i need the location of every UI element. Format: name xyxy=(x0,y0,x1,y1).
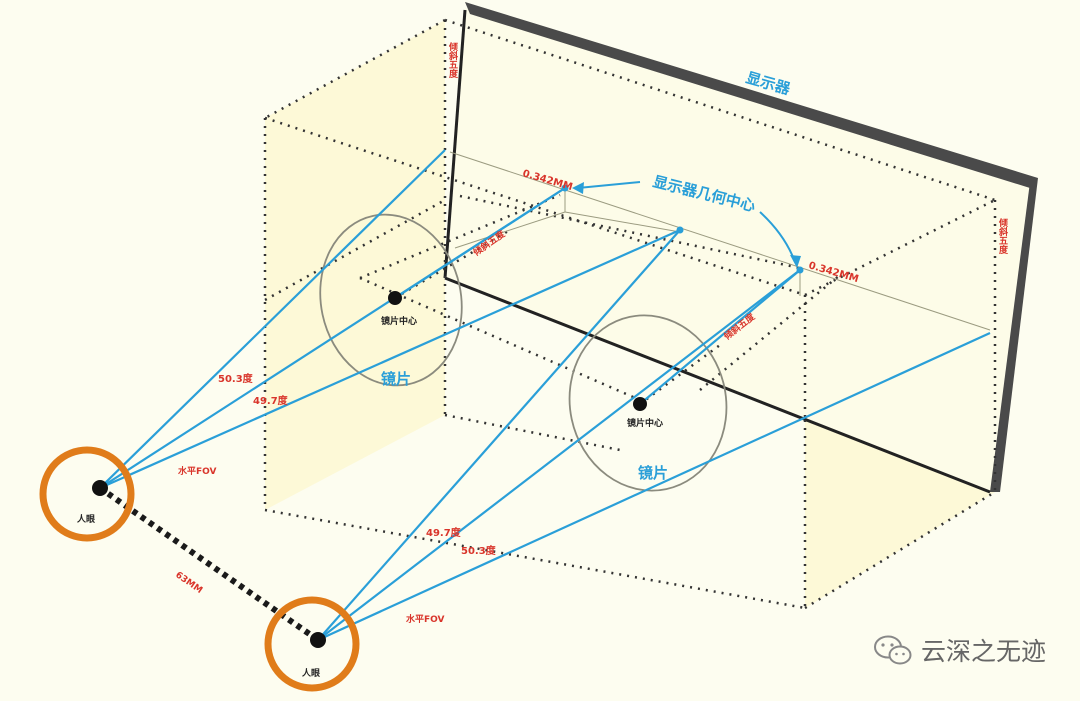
eye-left-pupil xyxy=(92,480,108,496)
frustum-dotted-edges xyxy=(263,18,997,610)
display-edge-left xyxy=(443,9,467,279)
left-side-panel xyxy=(265,20,445,510)
ipd-line xyxy=(98,485,320,643)
ray-right-inner xyxy=(317,229,681,641)
ray-right-center xyxy=(317,269,801,641)
fov-label-left: 水平FOV xyxy=(178,465,217,477)
view-rays xyxy=(99,149,991,642)
eye-label-left: 人眼 xyxy=(76,513,95,525)
eye-right-ring xyxy=(264,596,360,692)
display-panel xyxy=(445,8,1030,492)
display-edge-bottom xyxy=(444,276,991,494)
display-point-left xyxy=(561,184,569,192)
arrow-head-right xyxy=(790,255,801,268)
display-guides xyxy=(449,151,991,331)
lens-label-right: 镜片 xyxy=(638,464,668,482)
angle-label-left-outer: 50.3度 xyxy=(218,372,254,385)
angle-label-right-inner: 49.7度 xyxy=(426,526,462,539)
eye-left-ring xyxy=(39,446,135,542)
lens-left-ellipse xyxy=(319,213,463,387)
lens-axis-left xyxy=(394,187,566,299)
lens-center-left-dot xyxy=(388,291,402,305)
wechat-icon xyxy=(873,635,912,665)
tilt-label-top-left: 倾斜五度 xyxy=(447,41,459,79)
lens-center-label-right: 镜片中心 xyxy=(627,417,663,429)
watermark: 云深之无迹 xyxy=(873,632,1046,668)
angle-label-left-inner: 49.7度 xyxy=(253,394,289,407)
display-point-right xyxy=(796,266,804,274)
ray-right-outer xyxy=(317,331,991,642)
lens-label-left: 镜片 xyxy=(381,370,411,388)
watermark-text: 云深之无迹 xyxy=(920,637,1046,666)
lens-center-right-dot xyxy=(633,397,647,411)
eye-label-right: 人眼 xyxy=(301,667,320,679)
lens-right-ellipse xyxy=(568,314,728,492)
ray-left-inner xyxy=(99,228,681,490)
fov-label-right: 水平FOV xyxy=(406,613,445,625)
ray-left-outer xyxy=(99,149,446,489)
tilt-label-right: 倾斜五度 xyxy=(997,217,1009,255)
ipd-label: 63MM xyxy=(173,570,204,596)
display-point-mid xyxy=(676,226,684,234)
lens-center-label-left: 镜片中心 xyxy=(381,315,417,327)
eye-right-pupil xyxy=(310,632,326,648)
arrow-head-left xyxy=(572,182,584,194)
angle-label-right-outer: 50.3度 xyxy=(461,544,497,557)
lens-axis-right xyxy=(639,269,801,405)
display-bezel-right xyxy=(990,178,1038,492)
display-bezel-top xyxy=(465,2,1038,188)
